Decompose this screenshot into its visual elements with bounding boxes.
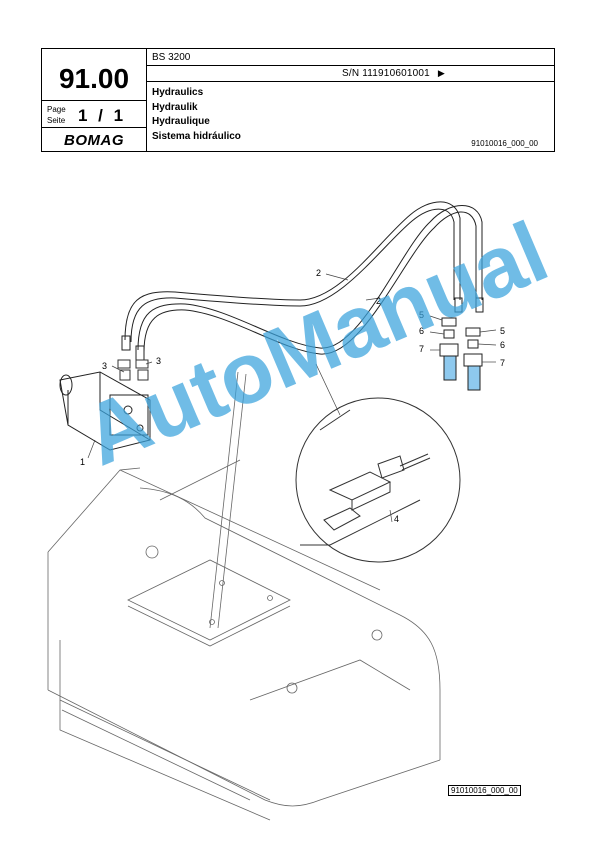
section-titles: Hydraulics Hydraulik Hydraulique Sistema… xyxy=(152,86,241,144)
vertical-pipe xyxy=(209,371,247,629)
fitting-3 xyxy=(117,359,149,381)
brand-logo: BOMAG xyxy=(64,132,124,149)
header-divider xyxy=(146,49,147,151)
hydraulic-pump xyxy=(59,371,151,451)
page-label-de: Seite xyxy=(47,116,66,125)
callout-label: 4 xyxy=(394,514,399,524)
callout-label: 2 xyxy=(316,268,321,278)
model-name: BS 3200 xyxy=(152,52,191,63)
clamp-detail xyxy=(295,397,461,563)
page-label: Page Seite xyxy=(47,104,66,126)
title-fr: Hydraulique xyxy=(152,116,210,127)
callout-label: 5 xyxy=(500,326,505,336)
callout-label: 1 xyxy=(80,457,85,467)
header-rule xyxy=(42,127,146,128)
title-de: Hydraulik xyxy=(152,101,198,113)
header-rule xyxy=(146,81,554,82)
serial-arrow-icon: ▶ xyxy=(437,68,446,78)
callout-label: 2 xyxy=(376,296,381,306)
serial-number: S/N 111910601001 ▶ xyxy=(342,68,445,79)
page-number: 1 / 1 xyxy=(78,106,127,125)
callout-label: 7 xyxy=(500,358,505,368)
callout-label: 5 xyxy=(419,310,424,320)
section-number: 91.00 xyxy=(58,63,130,94)
serial-text: S/N 111910601001 xyxy=(342,68,430,79)
header-block: BS 3200 S/N 111910601001 ▶ 91.00 Page Sei… xyxy=(41,48,555,152)
callout-label: 6 xyxy=(500,340,505,350)
leader-lines xyxy=(87,273,497,523)
header-drawing-ref: 91010016_000_00 xyxy=(471,139,538,148)
page-label-en: Page xyxy=(47,105,66,114)
title-en: Hydraulics xyxy=(152,87,204,98)
hose-pair xyxy=(121,201,484,361)
drawing-ref-box: 91010016_000_00 xyxy=(448,785,521,796)
title-es: Sistema hidráulico xyxy=(152,130,241,142)
callout-label: 3 xyxy=(102,361,107,371)
callout-label: 3 xyxy=(156,356,161,366)
header-rule xyxy=(146,65,554,66)
callout-label: 6 xyxy=(419,326,424,336)
coupling-right xyxy=(463,327,483,391)
callout-label: 7 xyxy=(419,344,424,354)
header-rule xyxy=(42,100,146,101)
machine-body xyxy=(47,459,441,821)
